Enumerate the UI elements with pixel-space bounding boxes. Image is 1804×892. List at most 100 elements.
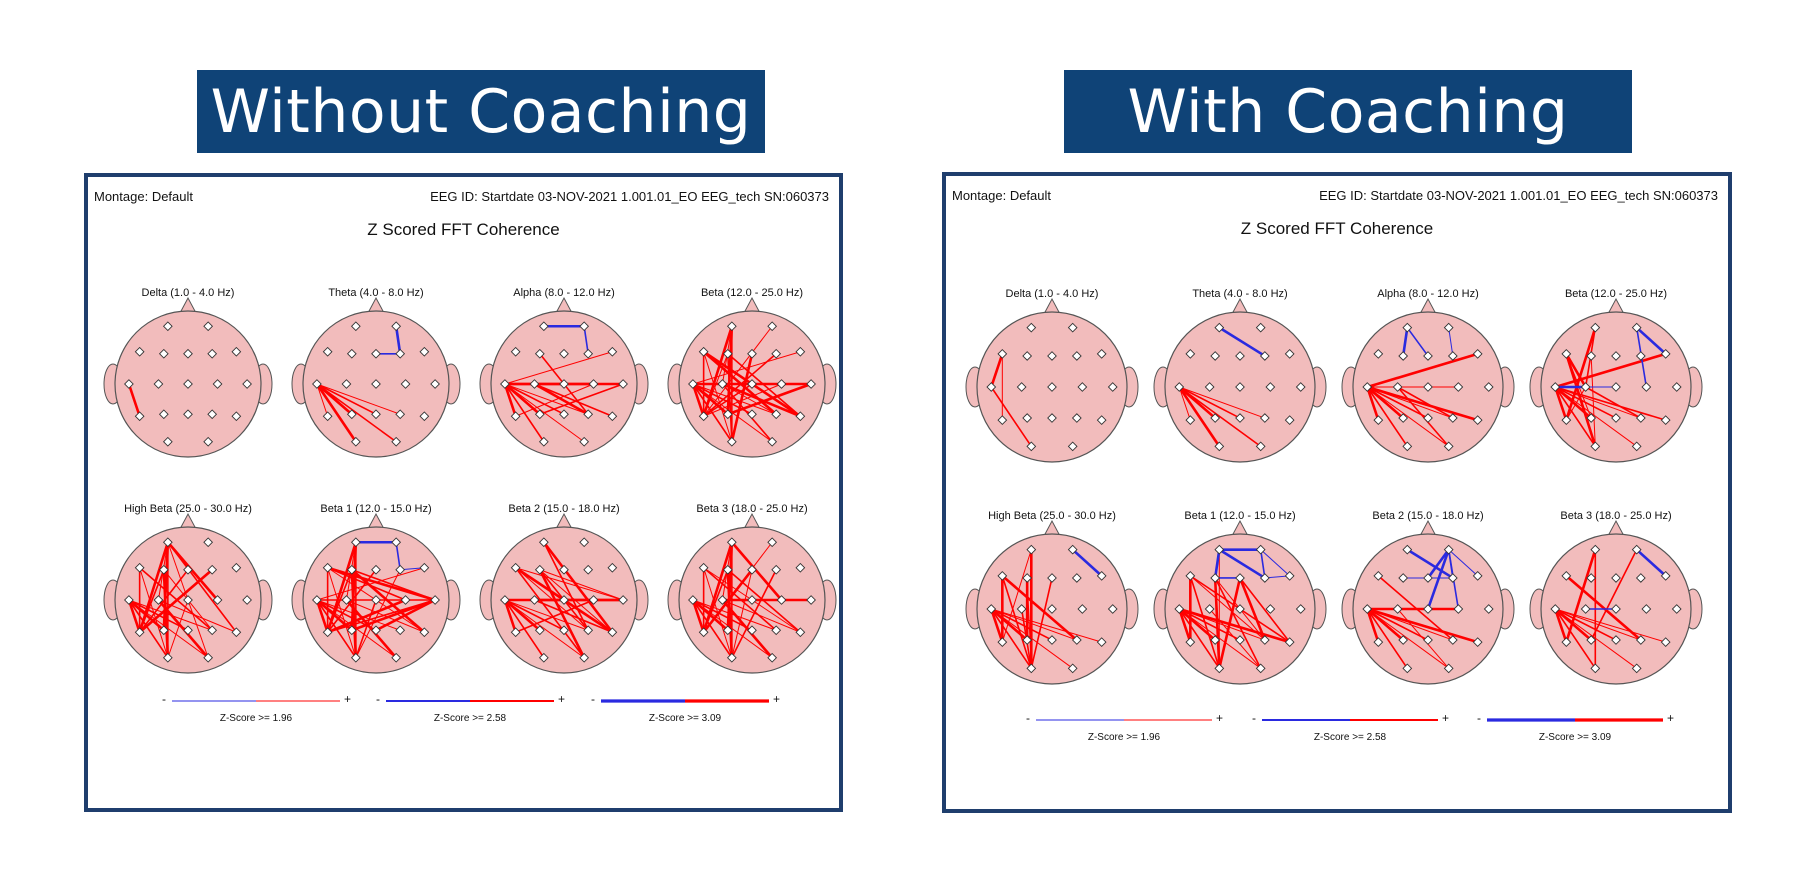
- coherence-line: [1554, 386, 1667, 421]
- electrode-marker: [1447, 573, 1458, 583]
- electrode-marker: [529, 379, 540, 389]
- coherence-line: [730, 352, 754, 444]
- electrode-marker: [795, 346, 806, 357]
- head-map: [103, 512, 273, 674]
- electrode-marker: [1580, 604, 1591, 614]
- electrode-marker: [1660, 571, 1671, 581]
- coherence-line: [1001, 575, 1033, 670]
- electrode-marker: [618, 379, 628, 389]
- electrode-marker: [134, 627, 145, 638]
- coherence-line: [355, 569, 401, 659]
- electrode-marker: [183, 625, 193, 636]
- coherence-line: [316, 383, 377, 416]
- electrode-marker: [688, 595, 698, 605]
- electrode-marker: [997, 349, 1008, 359]
- electrode-marker: [726, 537, 737, 548]
- coherence-line: [1239, 577, 1291, 643]
- band-label: Beta 1 (12.0 - 15.0 Hz): [1184, 510, 1296, 522]
- coherence-line: [1565, 574, 1643, 642]
- electrode-marker: [419, 346, 430, 357]
- head-map: [291, 512, 461, 674]
- electrode-marker: [371, 379, 381, 389]
- band-label: High Beta (25.0 - 30.0 Hz): [988, 510, 1116, 522]
- electrode-marker: [346, 625, 357, 636]
- coherence-line: [138, 568, 165, 634]
- electrode-marker: [767, 321, 778, 332]
- electrode-marker: [1635, 413, 1646, 423]
- coherence-line: [315, 382, 358, 444]
- coherence-line: [533, 383, 614, 418]
- legend-zscore-label: Z-Score >= 3.09: [1538, 732, 1612, 743]
- electrode-marker: [726, 652, 737, 663]
- coherence-line: [1553, 607, 1568, 644]
- electrode-marker: [207, 409, 218, 420]
- coherence-line: [138, 540, 170, 634]
- electrode-marker: [1185, 415, 1196, 425]
- coherence-line: [1554, 608, 1597, 670]
- coherence-line: [1590, 355, 1596, 447]
- electrode-marker: [1255, 441, 1266, 452]
- electrode-marker: [1660, 415, 1671, 425]
- electrode-marker: [1423, 604, 1433, 614]
- head-map: [667, 296, 837, 458]
- electrode-marker: [1185, 349, 1196, 359]
- coherence-line: [1565, 386, 1587, 421]
- coherence-line: [691, 598, 705, 634]
- coherence-line: [1396, 386, 1454, 419]
- electrode-marker: [607, 562, 618, 573]
- electrode-marker: [242, 379, 252, 389]
- electrode-marker: [1204, 604, 1215, 614]
- coherence-line: [1396, 386, 1450, 448]
- electrode-marker: [698, 627, 709, 638]
- electrode-marker: [1022, 573, 1033, 583]
- coherence-line: [1635, 326, 1667, 356]
- electrode-marker: [1590, 441, 1601, 452]
- electrode-marker: [607, 346, 618, 357]
- electrode-marker: [1611, 604, 1621, 614]
- electrode-marker: [395, 564, 406, 575]
- electrode-marker: [1022, 351, 1033, 361]
- coherence-line: [1565, 326, 1597, 422]
- electrode-marker: [1284, 571, 1295, 581]
- electrode-marker: [1235, 573, 1245, 583]
- electrode-marker: [1611, 635, 1621, 645]
- coherence-line: [326, 566, 407, 601]
- coherence-line: [374, 598, 437, 632]
- electrode-marker: [698, 411, 709, 422]
- electrode-marker: [1590, 663, 1601, 674]
- electrode-marker: [419, 562, 430, 573]
- panel-with-coaching: Montage: Default EEG ID: Startdate 03-NO…: [942, 172, 1732, 813]
- band-label: Beta 2 (15.0 - 18.0 Hz): [508, 503, 620, 515]
- electrode-marker: [722, 409, 733, 420]
- electrode-marker: [747, 625, 757, 636]
- electrode-marker: [1392, 604, 1403, 614]
- electrode-marker: [1561, 349, 1572, 359]
- electrode-marker: [1561, 637, 1572, 647]
- coherence-line: [702, 352, 777, 418]
- electrode-marker: [231, 411, 242, 422]
- head-map: [965, 297, 1139, 463]
- electrode-marker: [162, 652, 173, 663]
- electrode-marker: [698, 346, 709, 357]
- electrode-marker: [747, 409, 757, 420]
- coherence-line: [1365, 385, 1405, 420]
- electrode-marker: [726, 436, 737, 447]
- band-label: Theta (4.0 - 8.0 Hz): [328, 287, 424, 299]
- head-map: [1341, 297, 1515, 463]
- electrode-marker: [1071, 635, 1082, 645]
- electrode-marker: [534, 409, 545, 420]
- head-map: [965, 519, 1139, 685]
- coherence-line: [326, 598, 407, 634]
- electrode-marker: [371, 409, 381, 420]
- coherence-line: [1178, 386, 1191, 421]
- electrode-marker: [1453, 382, 1464, 392]
- electrode-marker: [212, 595, 223, 605]
- coherence-line: [1217, 326, 1267, 358]
- electrode-marker: [1631, 322, 1642, 333]
- coherence-line: [543, 541, 589, 632]
- coherence-line: [166, 540, 219, 602]
- coherence-line: [1554, 608, 1617, 641]
- electrode-marker: [1443, 322, 1454, 333]
- electrode-marker: [391, 436, 402, 447]
- electrode-marker: [1185, 571, 1196, 581]
